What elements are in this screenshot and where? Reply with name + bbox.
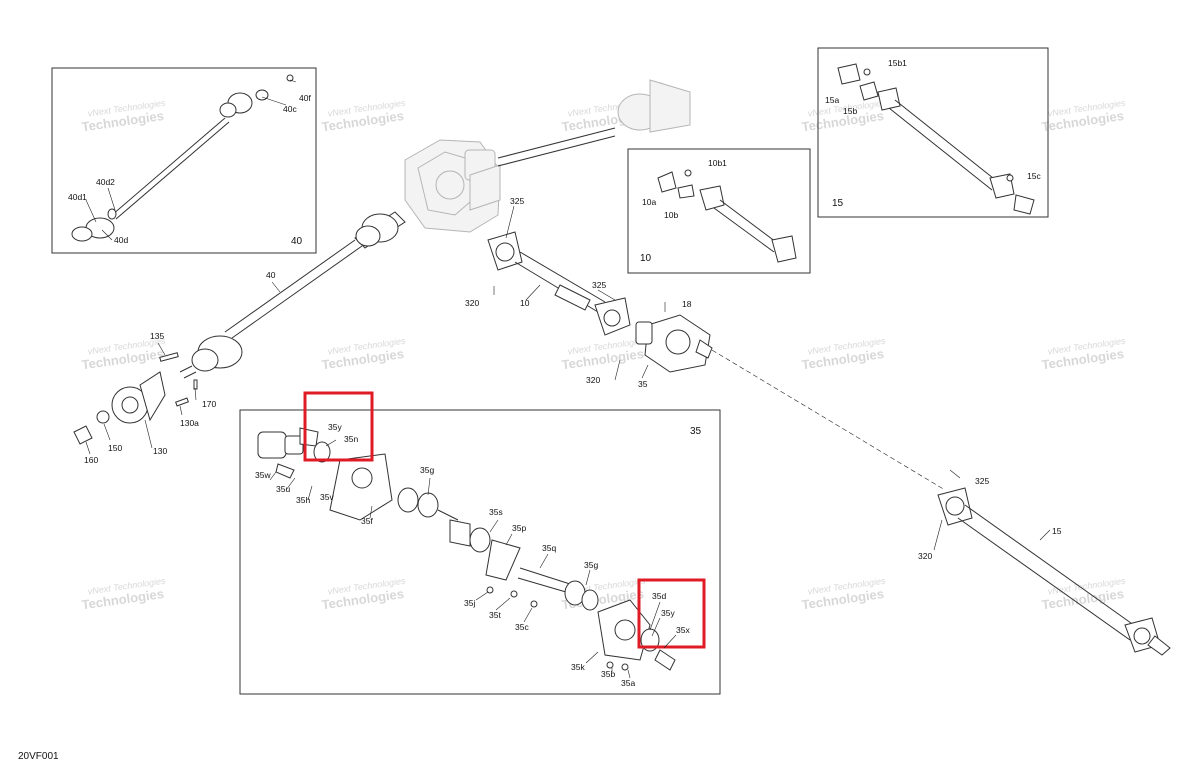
front-differential xyxy=(635,314,713,373)
inset-box-40 xyxy=(51,67,317,254)
label-325-rear: 325 xyxy=(975,476,989,486)
inset-15-number: 15 xyxy=(832,198,844,209)
label-160: 160 xyxy=(84,455,98,465)
label-40d1: 40d1 xyxy=(68,192,87,202)
label-35u: 35u xyxy=(276,484,290,494)
label-35w: 35w xyxy=(255,470,271,480)
label-15c: 15c xyxy=(1027,171,1041,181)
label-35-main: 35 xyxy=(638,379,648,389)
label-40f: 40f xyxy=(299,93,311,103)
inset-35-number: 35 xyxy=(690,426,702,437)
label-40-main: 40 xyxy=(266,270,276,280)
label-325-mid: 325 xyxy=(592,280,606,290)
label-10a: 10a xyxy=(642,197,656,207)
inset-box-15 xyxy=(817,47,1049,218)
ghost-transmission xyxy=(404,139,501,233)
label-35n: 35n xyxy=(344,434,358,444)
label-35f: 35f xyxy=(361,516,373,526)
label-10b: 10b xyxy=(664,210,678,220)
label-35g-upper: 35g xyxy=(420,465,434,475)
label-35y-left: 35y xyxy=(328,422,342,432)
label-35h: 35h xyxy=(296,495,310,505)
label-130: 130 xyxy=(153,446,167,456)
label-35q: 35q xyxy=(542,543,556,553)
inset-40-number: 40 xyxy=(291,236,303,247)
label-35g-lower: 35g xyxy=(584,560,598,570)
label-35b: 35b xyxy=(601,669,615,679)
label-35v: 35v xyxy=(320,492,334,502)
label-320-rear: 320 xyxy=(918,551,932,561)
label-18: 18 xyxy=(682,299,692,309)
label-130a: 130a xyxy=(180,418,199,428)
front-hub xyxy=(73,352,198,445)
driveshaft-10 xyxy=(487,231,631,336)
label-15a: 15a xyxy=(825,95,839,105)
label-320-left: 320 xyxy=(465,298,479,308)
label-35s: 35s xyxy=(489,507,503,517)
label-35k: 35k xyxy=(571,662,585,672)
label-15b: 15b xyxy=(843,106,857,116)
half-shaft-40 xyxy=(179,211,406,379)
label-40d2: 40d2 xyxy=(96,177,115,187)
ghost-rear-cv xyxy=(497,79,691,167)
inset-box-35 xyxy=(239,409,721,695)
label-170: 170 xyxy=(202,399,216,409)
label-10b1: 10b1 xyxy=(708,158,727,168)
highlight-box-seal-left xyxy=(303,391,374,462)
driveshaft-15 xyxy=(937,487,1171,656)
label-35x: 35x xyxy=(676,625,690,635)
label-35d: 35d xyxy=(652,591,666,601)
inset-box-10 xyxy=(627,148,811,274)
label-10-main: 10 xyxy=(520,298,530,308)
label-15-main: 15 xyxy=(1052,526,1062,536)
label-35t: 35t xyxy=(489,610,501,620)
part-labels: 40f 40c 40d2 40d1 40d 40 10b1 10a 10b 10… xyxy=(68,58,1062,688)
label-150: 150 xyxy=(108,443,122,453)
label-35c: 35c xyxy=(515,622,529,632)
label-35y-right: 35y xyxy=(661,608,675,618)
highlight-box-seal-right xyxy=(637,578,706,649)
label-35p: 35p xyxy=(512,523,526,533)
figure-code: 20VF001 xyxy=(18,751,59,762)
label-40c: 40c xyxy=(283,104,297,114)
label-35j: 35j xyxy=(464,598,475,608)
inset-10-number: 10 xyxy=(640,253,652,264)
label-40d: 40d xyxy=(114,235,128,245)
label-320-mid: 320 xyxy=(586,375,600,385)
label-135: 135 xyxy=(150,331,164,341)
leader-lines xyxy=(85,79,1051,679)
label-15b1: 15b1 xyxy=(888,58,907,68)
label-325-top: 325 xyxy=(510,196,524,206)
label-35a: 35a xyxy=(621,678,635,688)
